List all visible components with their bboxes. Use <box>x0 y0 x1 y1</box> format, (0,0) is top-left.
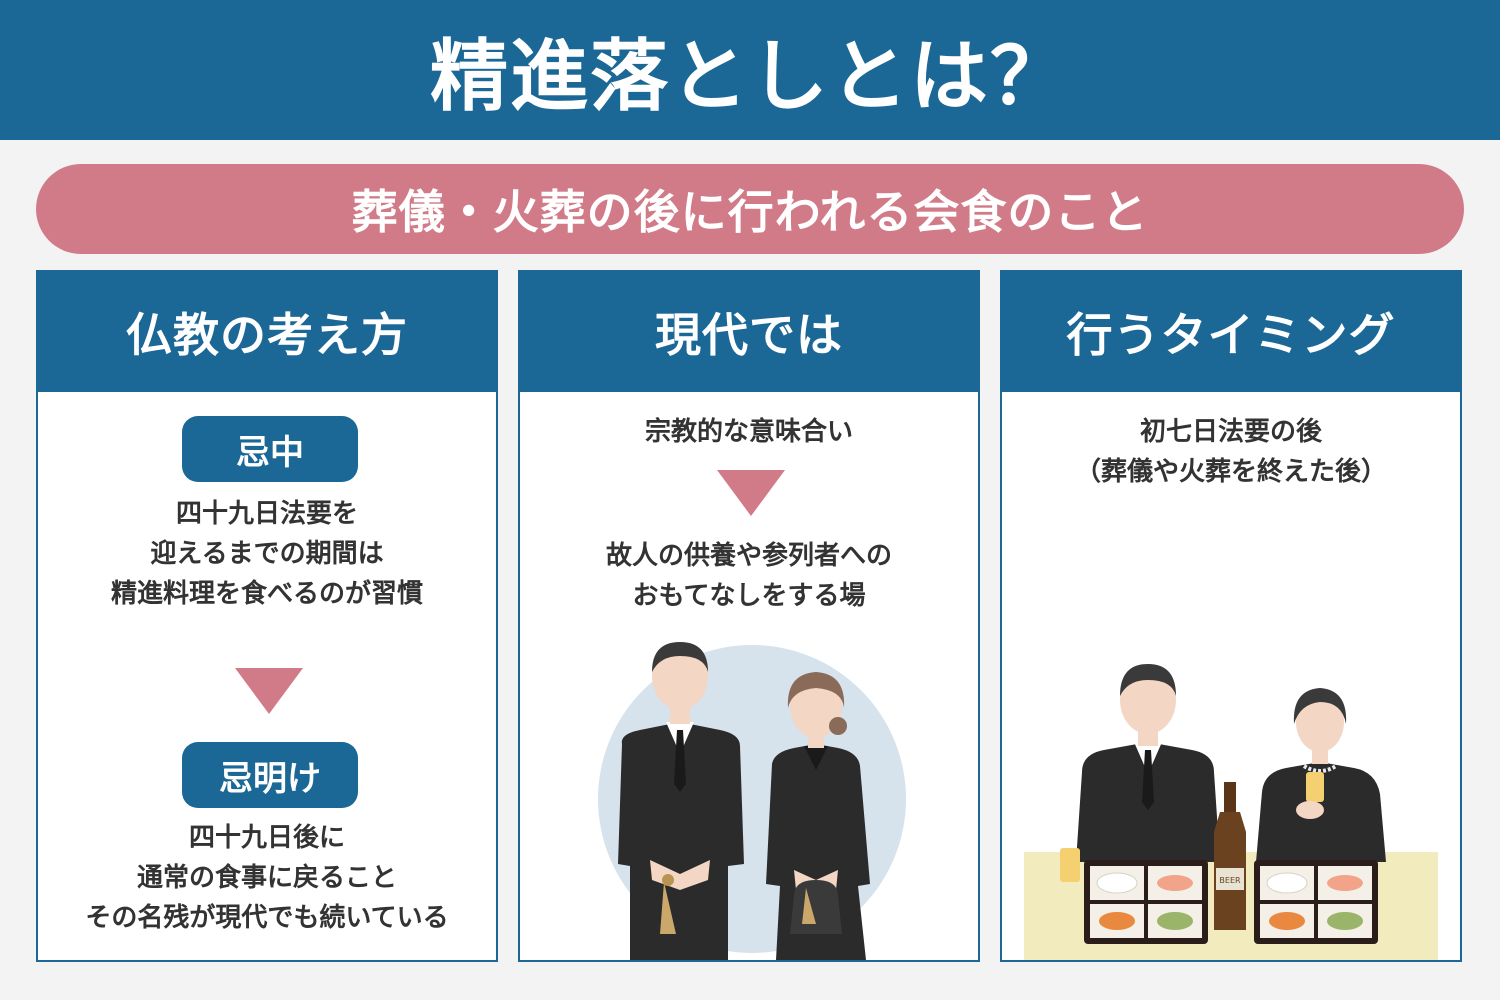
card-buddhist-view: 仏教の考え方 忌中 四十九日法要を 迎えるまでの期間は 精進料理を食べるのが習慣… <box>36 270 498 962</box>
mourners-couple-illustration <box>598 642 906 960</box>
label-kichu: 忌中 <box>182 416 358 482</box>
text-line: 四十九日法要を <box>175 499 358 529</box>
page-header: 精進落としとは？ <box>0 0 1500 140</box>
text-line: 精進料理を食べるのが習慣 <box>110 579 423 609</box>
down-arrow-icon <box>235 668 303 714</box>
text-line: 故人の供養や参列者への <box>605 541 892 571</box>
modern-meaning-text: 故人の供養や参列者への おもてなしをする場 <box>520 536 978 616</box>
down-arrow-icon <box>717 470 785 516</box>
card-title: 現代では <box>655 308 843 362</box>
kichu-description: 四十九日法要を 迎えるまでの期間は 精進料理を食べるのが習慣 <box>38 494 496 614</box>
text-line: 宗教的な意味合い <box>644 417 853 447</box>
man-figure-icon <box>618 642 744 960</box>
text-line: 初七日法要の後 <box>1139 417 1322 447</box>
kiake-description: 四十九日後に 通常の食事に戻ること その名残が現代でも続いている <box>38 818 496 938</box>
bento-box-icon <box>1254 860 1378 944</box>
text-line: （葬儀や火葬を終えた後） <box>1074 457 1387 487</box>
woman-figure-icon <box>766 672 870 960</box>
religious-meaning-text: 宗教的な意味合い <box>520 412 978 452</box>
text-line: おもてなしをする場 <box>632 581 866 611</box>
woman-figure-icon <box>1256 688 1386 862</box>
card-modern-view: 現代では 宗教的な意味合い 故人の供養や参列者への おもてなしをする場 <box>518 270 980 962</box>
beer-glass-icon <box>1060 848 1080 882</box>
card-header: 現代では <box>520 272 978 392</box>
card-header: 行うタイミング <box>1002 272 1460 392</box>
label-kiake: 忌明け <box>182 742 358 808</box>
man-figure-icon <box>1076 664 1220 862</box>
card-title: 仏教の考え方 <box>126 308 408 362</box>
text-line: 四十九日後に <box>188 823 345 853</box>
page-title: 精進落としとは？ <box>429 32 1070 122</box>
text-line: その名残が現代でも続いている <box>85 903 449 933</box>
beer-bottle-icon: BEER <box>1214 782 1246 930</box>
card-header: 仏教の考え方 <box>38 272 496 392</box>
card-timing: 行うタイミング 初七日法要の後 （葬儀や火葬を終えた後） BEER <box>1000 270 1462 962</box>
definition-text: 葬儀・火葬の後に行われる会食のこと <box>351 185 1149 239</box>
bottle-label: BEER <box>1219 876 1241 885</box>
definition-banner: 葬儀・火葬の後に行われる会食のこと <box>36 164 1464 254</box>
text-line: 迎えるまでの期間は <box>150 539 384 569</box>
label-kichu-text: 忌中 <box>236 432 304 473</box>
memorial-meal-illustration: BEER <box>1024 664 1438 960</box>
bento-box-icon <box>1084 860 1208 944</box>
label-kiake-text: 忌明け <box>219 758 321 799</box>
text-line: 通常の食事に戻ること <box>136 863 397 893</box>
timing-text: 初七日法要の後 （葬儀や火葬を終えた後） <box>1002 412 1460 492</box>
card-title: 行うタイミング <box>1066 308 1396 362</box>
